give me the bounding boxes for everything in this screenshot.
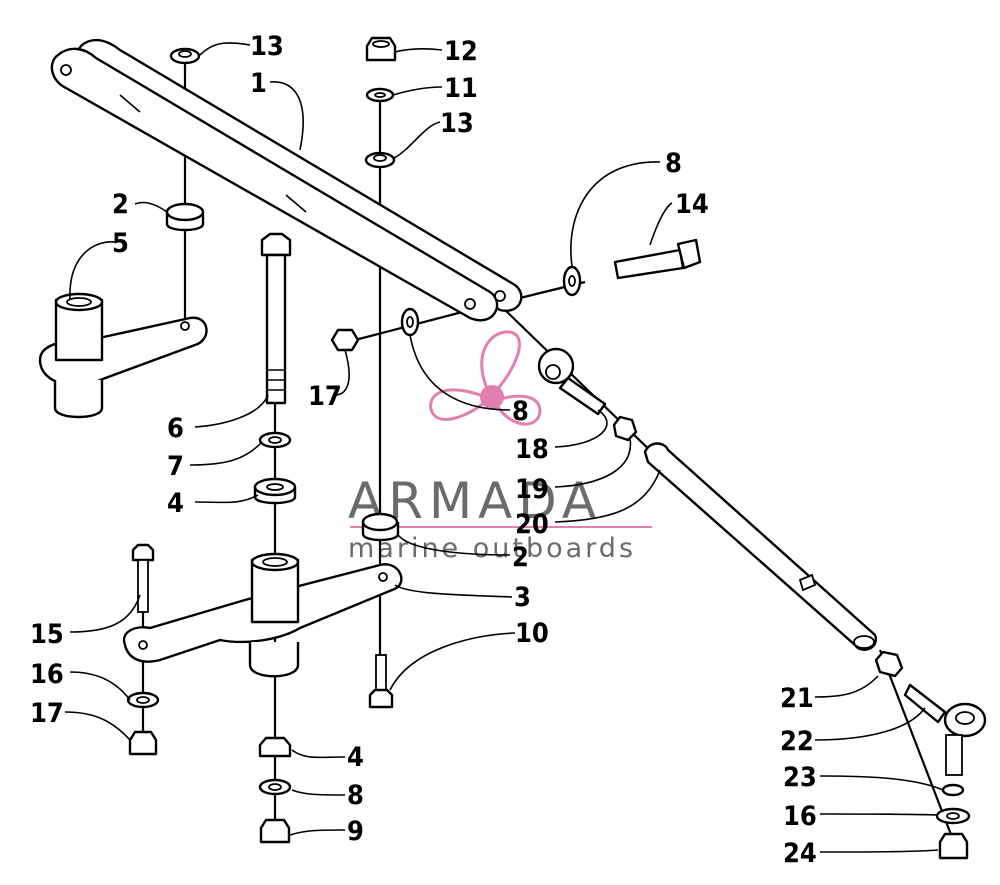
callout-3: 3 (514, 582, 531, 613)
stud-bolt (368, 654, 394, 709)
callout-labels: 13 1 2 5 12 11 13 8 14 6 7 4 17 8 18 19 … (30, 31, 817, 869)
long-bolt (260, 232, 292, 405)
pivot-bolt-right (613, 238, 702, 280)
callout-22: 22 (780, 726, 814, 757)
callout-13-mid: 13 (440, 108, 474, 139)
callout-16-left: 16 (30, 659, 64, 690)
callout-4-upper: 4 (167, 488, 184, 519)
callout-17-left: 17 (30, 698, 64, 729)
callout-5: 5 (112, 228, 129, 259)
callout-11: 11 (444, 73, 478, 104)
lower-pivot-arm (122, 552, 403, 678)
callout-17-mid: 17 (308, 381, 342, 412)
callout-10: 10 (515, 618, 549, 649)
callout-19: 19 (515, 474, 549, 505)
callout-6: 6 (167, 413, 184, 444)
callout-12: 12 (444, 36, 478, 67)
callout-20: 20 (515, 509, 549, 540)
callout-8-lower: 8 (347, 780, 364, 811)
steering-link-bar (50, 38, 523, 322)
callout-1: 1 (250, 68, 267, 99)
callout-8-mid: 8 (512, 396, 529, 427)
callout-24: 24 (783, 838, 817, 869)
callout-2-upper: 2 (112, 189, 129, 220)
left-pivot-arm (38, 292, 208, 419)
callout-2-lower: 2 (512, 542, 529, 573)
armada-propeller-logo (429, 330, 542, 426)
callout-21: 21 (780, 683, 814, 714)
small-bolt (131, 543, 155, 613)
callout-8-right: 8 (665, 148, 682, 179)
leader-lines (64, 42, 944, 853)
callout-15: 15 (30, 619, 64, 650)
callout-18: 18 (515, 434, 549, 465)
callout-14: 14 (675, 189, 709, 220)
hardware-small-parts (126, 36, 582, 844)
callout-13-top: 13 (250, 31, 284, 62)
callout-16-right: 16 (783, 801, 817, 832)
callout-4-lower: 4 (347, 742, 364, 773)
callout-23: 23 (783, 762, 817, 793)
callout-7: 7 (167, 451, 184, 482)
callout-9: 9 (347, 816, 364, 847)
tie-rod-assembly (537, 347, 987, 860)
